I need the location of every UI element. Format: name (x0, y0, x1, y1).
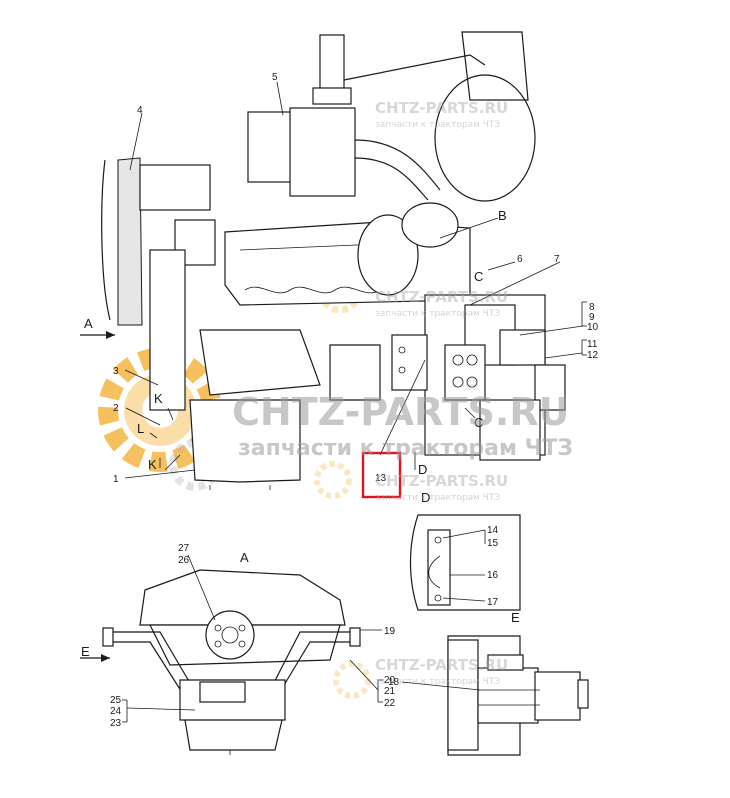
callout-20: 20 (384, 675, 396, 686)
callout-27: 27 (178, 543, 190, 554)
watermark-tagline-low: запчасти к тракторам ЧТЗ (375, 493, 500, 503)
view-arrow-e: E (80, 644, 110, 662)
callout-21: 21 (384, 686, 396, 697)
callout-12: 12 (587, 350, 599, 361)
view-label-a: A (84, 316, 93, 331)
callout-18: 18 (388, 677, 400, 688)
engine-main-view (101, 31, 566, 490)
watermark-tagline-top: запчасти к тракторам ЧТЗ (375, 120, 500, 130)
view-label-d-detail: D (421, 490, 430, 505)
callout-14: 14 (487, 525, 499, 536)
callout-8: 8 (589, 302, 595, 313)
callout-4: 4 (137, 105, 143, 116)
view-label-a-detail: A (240, 550, 249, 565)
callout-leaders-main (124, 81, 587, 479)
watermark-site-low: CHTZ-PARTS.RU (375, 472, 508, 490)
view-label-k-bottom: K (148, 457, 157, 472)
detail-view-e: E (401, 610, 589, 756)
callout-5: 5 (272, 72, 278, 83)
watermark-site-bottom: CHTZ-PARTS.RU (375, 656, 508, 674)
view-label-k-top: K (154, 391, 163, 406)
callout-3: 3 (113, 366, 119, 377)
view-label-b: B (498, 208, 507, 223)
view-label-l: L (137, 421, 144, 436)
highlight-box-13[interactable] (361, 451, 402, 499)
callout-17: 17 (487, 597, 499, 608)
watermark-tagline-big: запчасти к тракторам ЧТЗ (238, 436, 573, 461)
callout-1: 1 (113, 474, 119, 485)
callout-19: 19 (384, 626, 396, 637)
detail-view-d: D (409, 490, 521, 611)
callout-2: 2 (113, 403, 119, 414)
callout-24: 24 (110, 706, 122, 717)
callout-23: 23 (110, 718, 122, 729)
callout-6: 6 (517, 254, 523, 265)
callout-25: 25 (110, 695, 122, 706)
callout-22: 22 (384, 698, 396, 709)
view-label-c-top: C (474, 269, 483, 284)
watermark-site-top: CHTZ-PARTS.RU (375, 99, 508, 117)
callout-13: 13 (375, 473, 387, 484)
callout-15: 15 (487, 538, 499, 549)
callout-26: 26 (178, 555, 190, 566)
callout-7: 7 (554, 254, 560, 265)
view-label-e-detail: E (511, 610, 520, 625)
callout-16: 16 (487, 570, 499, 581)
callout-10: 10 (587, 322, 599, 333)
watermark-site-mid: CHTZ-PARTS.RU (375, 288, 508, 306)
watermark-tagline-bottom: запчасти к тракторам ЧТЗ (375, 677, 500, 687)
watermark-site-big: CHTZ-PARTS.RU (232, 390, 569, 434)
view-label-e-arrow: E (81, 644, 90, 659)
front-view-a: A (102, 550, 383, 755)
callout-9: 9 (589, 312, 595, 323)
view-label-c-bottom: C (474, 415, 483, 430)
view-label-d-top: D (418, 462, 427, 477)
callout-11: 11 (587, 339, 598, 350)
view-arrow-a: A (80, 316, 115, 339)
watermark-tagline-mid: запчасти к тракторам ЧТЗ (375, 309, 500, 319)
